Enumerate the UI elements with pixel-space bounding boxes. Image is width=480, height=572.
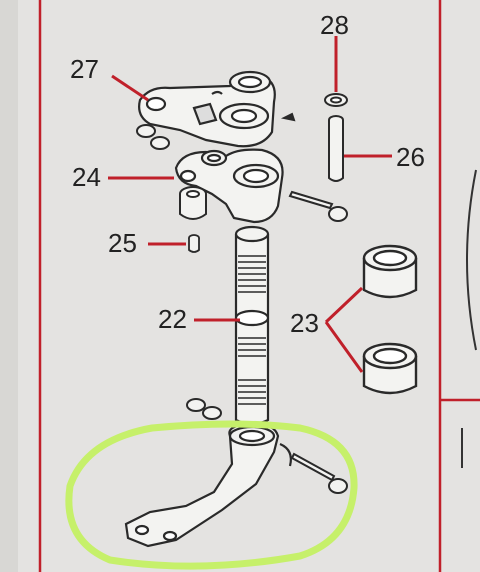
bracket-bolt	[290, 452, 348, 494]
callout-24: 24	[72, 162, 101, 192]
leader-23	[324, 286, 364, 373]
page-edge	[0, 0, 18, 572]
callout-28: 28	[320, 10, 349, 40]
part-26-pin	[328, 115, 344, 182]
part-27-clamp	[138, 70, 276, 148]
part-24-clamp	[174, 148, 284, 224]
highlight-ellipse	[65, 420, 358, 570]
part-27-nuts	[136, 112, 296, 150]
diagram-frame	[38, 0, 480, 572]
part-24-bushing	[179, 186, 207, 220]
callout-27: 27	[70, 54, 99, 84]
part-28-washer	[324, 93, 348, 107]
part-22-shaft	[234, 225, 270, 426]
callout-26: 26	[396, 142, 425, 172]
callout-25: 25	[108, 228, 137, 258]
callout-23: 23	[290, 308, 319, 338]
part-23-bushing-lower	[362, 342, 418, 395]
leader-lines	[108, 36, 392, 373]
callout-22: 22	[158, 304, 187, 334]
bottom-bracket	[124, 422, 292, 548]
part-25-pin	[188, 234, 200, 253]
clamp-bolt	[288, 190, 348, 222]
leader-27	[111, 74, 149, 102]
part-23-bushing-upper	[362, 244, 418, 299]
shaft-nuts	[186, 398, 222, 420]
page-arc	[466, 169, 477, 351]
